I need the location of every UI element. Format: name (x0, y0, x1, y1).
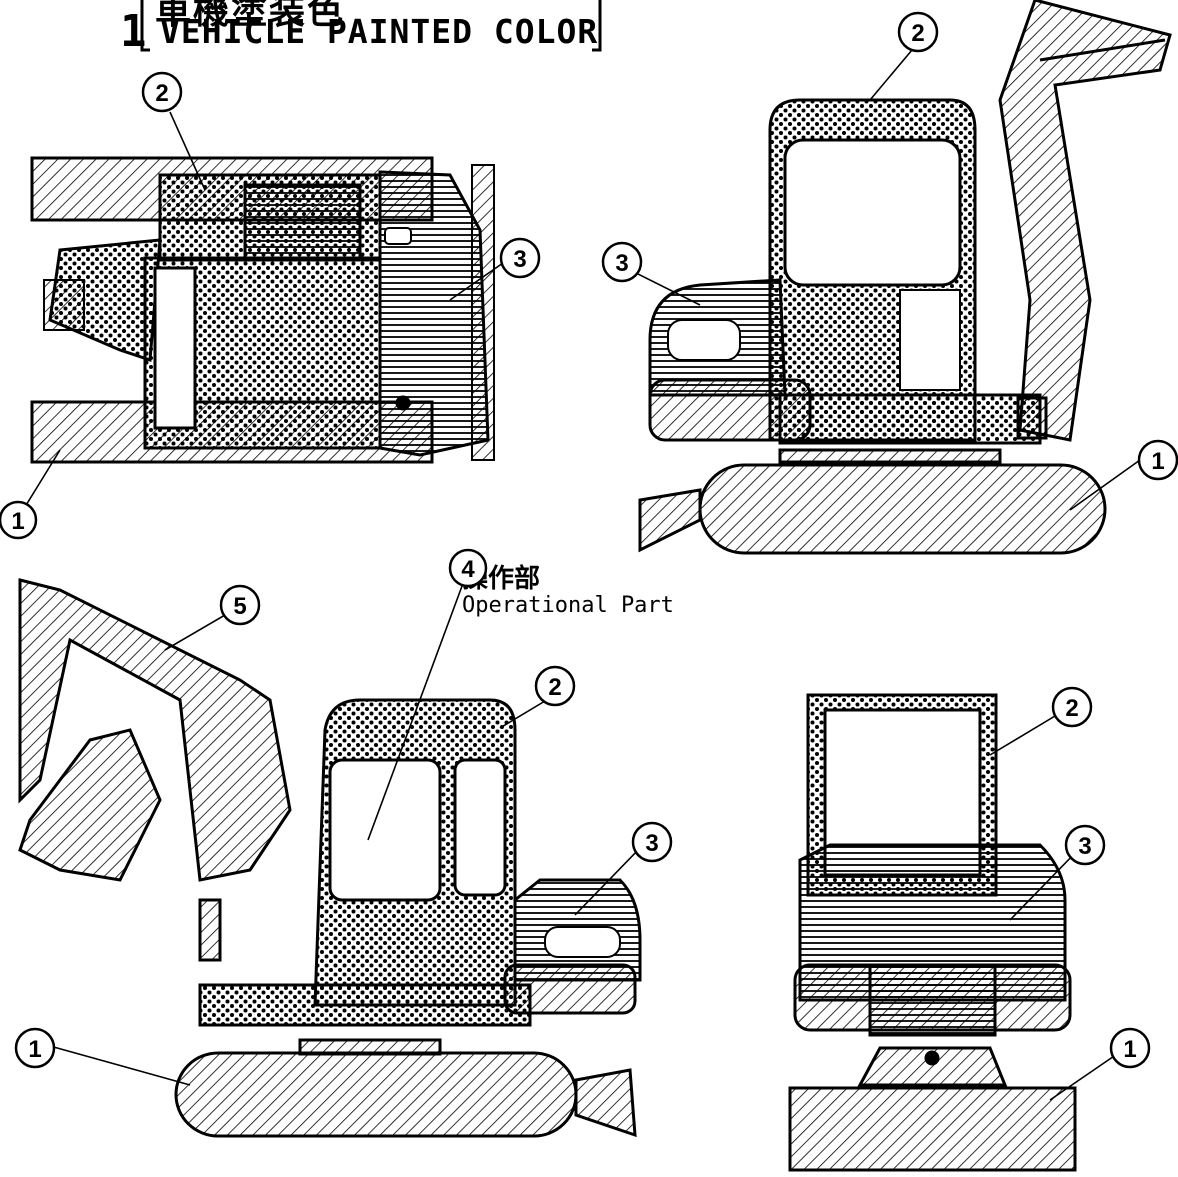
callout-2-top-view: 2 (155, 80, 168, 107)
callout-circles (0, 11, 1178, 1069)
callout-3-side-left: 3 (645, 830, 658, 857)
callout-2-rear-view: 2 (1065, 695, 1078, 722)
callout-3-side-right: 3 (615, 250, 628, 277)
callout-1-top-view: 1 (11, 508, 24, 535)
callout-2-side-right: 2 (911, 20, 924, 47)
side-view-left (18, 578, 642, 1138)
rear-view (788, 693, 1077, 1172)
callout-3-rear-view: 3 (1078, 833, 1091, 860)
callout-numbers: 2 3 1 2 3 1 2 5 4 3 1 2 3 1 (11, 20, 1164, 1063)
callout-5-side-left: 5 (233, 593, 246, 620)
callout-1-side-left: 1 (28, 1036, 41, 1063)
operational-part-label-en: Operational Part (462, 593, 674, 618)
callout-1-rear-view: 1 (1123, 1036, 1136, 1063)
callout-1-side-right: 1 (1151, 448, 1164, 475)
side-view-right (638, 0, 1172, 555)
callout-2-side-left: 2 (548, 674, 561, 701)
callout-3-top-view: 3 (513, 246, 526, 273)
callout-4-side-left: 4 (461, 556, 475, 583)
top-view (30, 156, 495, 464)
title-english: VEHICLE PAINTED COLOR (160, 12, 599, 51)
title-japanese: 車機塗装色 (155, 0, 346, 32)
title-bracket (140, 0, 602, 52)
